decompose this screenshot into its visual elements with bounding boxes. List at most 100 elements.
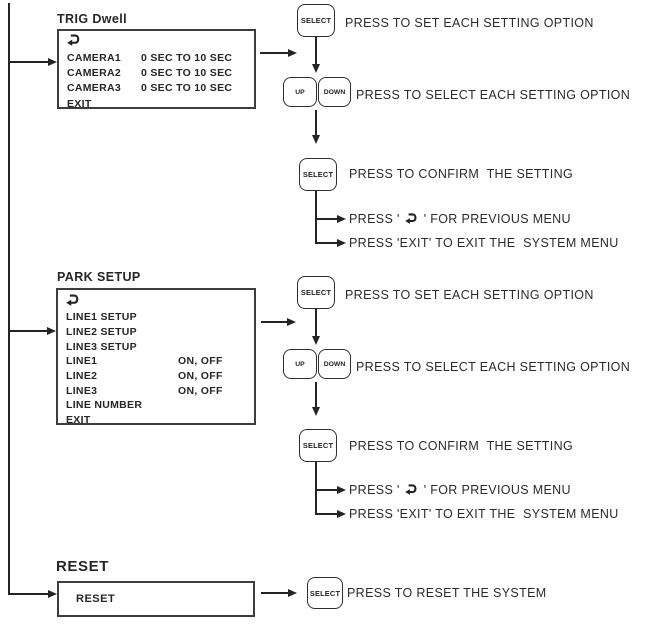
arrowhead-select-to-updown xyxy=(311,64,320,73)
arrowhead-to-park-box xyxy=(47,326,56,335)
instruction-select-option: PRESS TO SELECT EACH SETTING OPTION xyxy=(356,88,631,102)
arrowhead-previous xyxy=(337,214,346,223)
branch-line-exit xyxy=(315,513,338,515)
connector-select-to-updown xyxy=(315,309,317,337)
arrowhead-select-to-updown xyxy=(311,336,320,345)
menu-item-label: LINE NUMBER xyxy=(66,399,143,412)
up-button-label: UP xyxy=(295,360,305,368)
menu-row: RESET xyxy=(59,583,253,615)
park-section-title: PARK SETUP xyxy=(57,270,141,284)
connector-to-park-box xyxy=(8,330,48,332)
instruction-confirm: PRESS TO CONFIRM THE SETTING xyxy=(349,439,574,453)
menu-item-value: ON, OFF xyxy=(178,355,223,368)
park-menu-box: LINE1 SETUP LINE2 SETUP LINE3 SETUP LINE… xyxy=(56,288,256,428)
menu-item-value: ON, OFF xyxy=(178,384,223,397)
instruction-previous-menu: PRESS '' FOR PREVIOUS MENU xyxy=(349,483,571,497)
back-arrow-icon xyxy=(404,212,419,224)
arrowhead-exit xyxy=(337,509,346,518)
menu-item-label: CAMERA2 xyxy=(67,67,122,80)
branch-stem-line xyxy=(315,191,317,244)
down-button: DOWN xyxy=(318,349,351,379)
branch-line-previous xyxy=(315,218,338,220)
connector-reset-to-select xyxy=(261,592,289,594)
up-button: UP xyxy=(283,349,317,379)
select-button: SELECT xyxy=(299,158,337,191)
down-button-label: DOWN xyxy=(323,360,346,368)
menu-item-label: LINE3 SETUP xyxy=(66,340,137,353)
connector-updown-to-select xyxy=(315,110,317,136)
trig-section-title: TRIG Dwell xyxy=(57,12,127,26)
back-arrow-icon xyxy=(66,293,81,311)
select-button: SELECT xyxy=(297,276,335,309)
arrowhead-exit xyxy=(337,238,346,247)
connector-to-reset-box xyxy=(8,593,49,595)
branch-line-exit xyxy=(315,242,338,244)
menu-item-label: LINE1 xyxy=(66,355,98,368)
menu-item-value: ON, OFF xyxy=(178,370,223,383)
select-button-label: SELECT xyxy=(300,16,332,25)
previous-menu-text-prefix: PRESS ' xyxy=(349,483,400,497)
instruction-set-option: PRESS TO SET EACH SETTING OPTION xyxy=(345,288,594,302)
menu-row: LINE1 ON, OFF xyxy=(66,354,254,369)
menu-row: CAMERA1 0 SEC TO 10 SEC xyxy=(67,50,254,65)
select-button-label: SELECT xyxy=(302,441,334,450)
arrowhead-updown-to-select xyxy=(311,135,320,144)
menu-item-label: CAMERA1 xyxy=(67,51,122,64)
select-button-label: SELECT xyxy=(302,170,334,179)
up-button-label: UP xyxy=(295,88,305,96)
back-arrow-icon xyxy=(67,33,82,51)
menu-item-value: 0 SEC TO 10 SEC xyxy=(141,82,233,95)
instruction-reset-system: PRESS TO RESET THE SYSTEM xyxy=(347,586,547,600)
arrowhead-park-to-select xyxy=(287,317,296,326)
instruction-previous-menu: PRESS ' ' FOR PREVIOUS MENU xyxy=(349,212,571,226)
menu-row: LINE2 SETUP xyxy=(66,325,254,340)
instruction-set-option: PRESS TO SET EACH SETTING OPTION xyxy=(345,16,594,30)
select-button: SELECT xyxy=(299,429,337,462)
connector-to-trig-box xyxy=(8,61,49,63)
select-button-label: SELECT xyxy=(300,288,332,297)
branch-line-previous xyxy=(315,489,338,491)
reset-section-title: RESET xyxy=(56,558,110,575)
select-button: SELECT xyxy=(297,4,335,37)
menu-item-label: LINE1 SETUP xyxy=(66,311,137,324)
instruction-confirm: PRESS TO CONFIRM THE SETTING xyxy=(349,167,574,181)
menu-row: EXIT xyxy=(67,96,254,111)
instruction-exit-menu: PRESS 'EXIT' TO EXIT THE SYSTEM MENU xyxy=(349,507,619,521)
menu-item-label: LINE2 xyxy=(66,370,98,383)
trig-menu-box: CAMERA1 0 SEC TO 10 SEC CAMERA2 0 SEC TO 1… xyxy=(57,29,256,111)
menu-item-value: 0 SEC TO 10 SEC xyxy=(141,67,233,80)
menu-row: LINE3 ON, OFF xyxy=(66,383,254,398)
previous-menu-text-prefix: PRESS ' xyxy=(349,212,400,226)
select-button: SELECT xyxy=(307,577,343,609)
reset-menu-box: RESET xyxy=(57,581,255,617)
connector-updown-to-select xyxy=(315,382,317,408)
menu-item-label: LINE2 SETUP xyxy=(66,326,137,339)
menu-row: LINE2 ON, OFF xyxy=(66,369,254,384)
branch-stem-line xyxy=(315,462,317,515)
connector-park-to-select xyxy=(261,321,288,323)
down-button-label: DOWN xyxy=(323,88,346,96)
menu-item-label: CAMERA3 xyxy=(67,82,122,95)
arrowhead-previous xyxy=(337,485,346,494)
menu-row: EXIT xyxy=(66,413,254,428)
previous-menu-text-suffix: ' FOR PREVIOUS MENU xyxy=(423,212,571,226)
arrowhead-reset-to-select xyxy=(288,588,297,597)
arrowhead-to-trig-box xyxy=(48,57,57,66)
connector-select-to-updown xyxy=(315,37,317,65)
menu-item-value: 0 SEC TO 10 SEC xyxy=(141,51,233,64)
menu-row: CAMERA2 0 SEC TO 10 SEC xyxy=(67,65,254,80)
select-button-label: SELECT xyxy=(309,588,341,598)
menu-row: LINE NUMBER xyxy=(66,398,254,413)
menu-row: LINE1 SETUP xyxy=(66,310,254,325)
left-rail-line xyxy=(8,3,10,595)
menu-item-label: EXIT xyxy=(66,414,91,427)
down-button: DOWN xyxy=(318,77,351,107)
menu-item-label: RESET xyxy=(76,593,116,605)
menu-item-label: EXIT xyxy=(67,97,92,110)
instruction-exit-menu: PRESS 'EXIT' TO EXIT THE SYSTEM MENU xyxy=(349,236,619,250)
instruction-select-option: PRESS TO SELECT EACH SETTING OPTION xyxy=(356,360,631,374)
menu-item-label: LINE3 xyxy=(66,384,98,397)
arrowhead-to-reset-box xyxy=(48,589,57,598)
back-arrow-icon xyxy=(404,483,419,495)
